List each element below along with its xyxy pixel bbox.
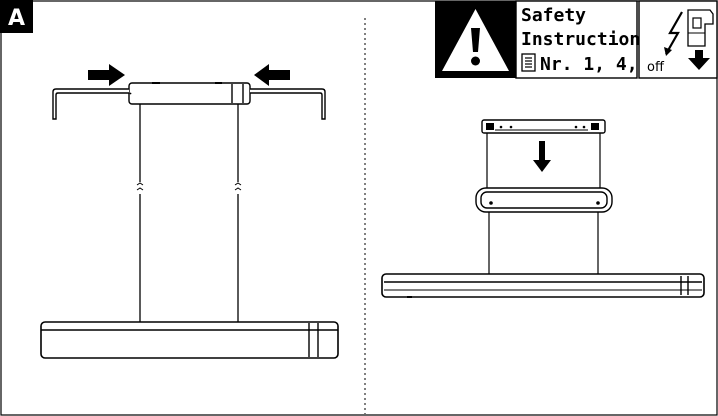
ceiling-canopy	[128, 82, 251, 105]
safety-title-line2: Instructions	[521, 29, 651, 50]
push-arrow-left-icon	[254, 64, 290, 86]
power-switch-off-icon: off	[638, 0, 718, 79]
safety-text-box	[515, 0, 638, 79]
arrow-down-icon	[533, 141, 551, 172]
canopy-raised	[475, 187, 613, 213]
safety-panel: Safety Instructions Nr. 1, 4, 5 off	[435, 0, 718, 79]
suspension-wires	[136, 104, 242, 322]
lamp-body	[40, 321, 339, 359]
left-panel	[40, 82, 339, 359]
right-panel	[381, 119, 705, 298]
manual-document-icon	[521, 53, 536, 72]
step-badge: A	[0, 0, 33, 33]
step-label: A	[8, 6, 25, 31]
warning-exclamation-icon	[435, 1, 516, 78]
power-state-label: off	[647, 60, 665, 75]
ceiling-bracket-plate	[481, 119, 606, 134]
push-arrow-right-icon	[88, 64, 125, 86]
safety-reference: Nr. 1, 4, 5	[540, 54, 659, 75]
safety-title-line1: Safety	[521, 5, 586, 26]
mounting-bracket-right	[250, 88, 326, 120]
mounting-bracket-left	[52, 88, 129, 120]
lamp-body-right	[381, 273, 705, 298]
